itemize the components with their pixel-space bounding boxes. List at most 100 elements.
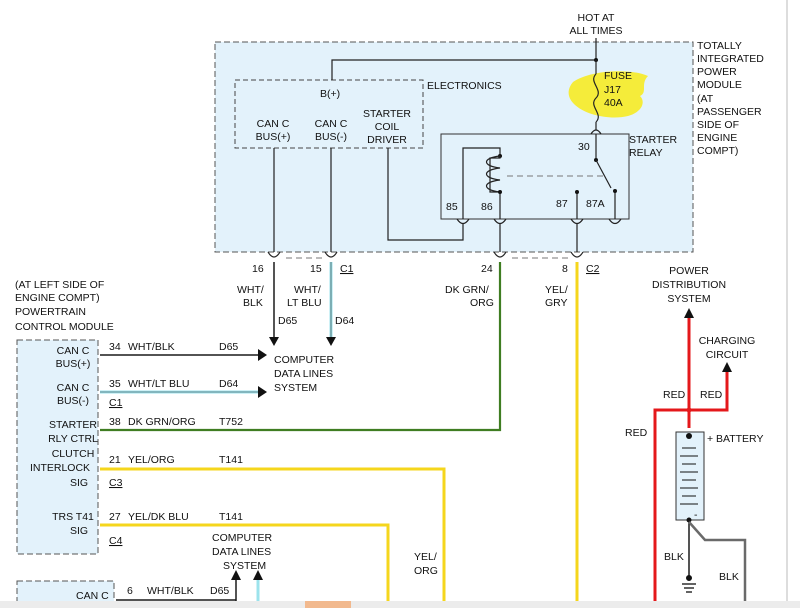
- fuse-rating: 40A: [604, 97, 623, 109]
- svg-text:ENGINE: ENGINE: [697, 132, 737, 144]
- tipm-pin16: 16: [252, 263, 264, 275]
- can-c-neg-l1: CAN C: [315, 118, 348, 130]
- wire-dkgrn-l2: ORG: [470, 297, 494, 309]
- pcm-pin38-wire: DK GRN/ORG: [128, 416, 196, 428]
- pcm-conn-c4: C4: [109, 535, 123, 547]
- hot-line2: ALL TIMES: [569, 25, 622, 37]
- svg-text:INTEGRATED: INTEGRATED: [697, 53, 764, 65]
- fuse-id: J17: [604, 84, 621, 96]
- relay-pin87a: 87A: [586, 198, 605, 210]
- svg-text:CIRCUIT: CIRCUIT: [706, 349, 749, 361]
- blk-label-2: BLK: [719, 571, 739, 583]
- bplus-label: B(+): [320, 88, 340, 100]
- pcm-pin38-circuit: T752: [219, 416, 243, 428]
- wire-blk-engine: [688, 521, 747, 608]
- battery-label: BATTERY: [716, 433, 763, 445]
- starter-coil-l2: COIL: [375, 121, 400, 133]
- pcm-pin21-wire: YEL/ORG: [128, 454, 175, 466]
- wire-dk-grn-org: [100, 262, 502, 432]
- blk-label-1: BLK: [664, 551, 684, 563]
- relay-pin86: 86: [481, 201, 493, 213]
- pin86-connector: [493, 218, 507, 225]
- bottom-module-circuit: D65: [210, 585, 229, 597]
- arrow-pcm35: [258, 386, 267, 398]
- svg-text:(AT: (AT: [697, 93, 714, 105]
- red-label-1: RED: [663, 389, 686, 401]
- yel-org-side-l1: YEL/: [414, 551, 437, 563]
- pcm-module-box: [16, 339, 99, 555]
- pcm-trs-l1: TRS T41: [52, 511, 94, 523]
- electronics-label: ELECTRONICS: [427, 80, 502, 92]
- hot-line1: HOT AT: [578, 12, 616, 24]
- arrow-d65-down: [269, 337, 279, 346]
- arrow-power-dist: [684, 308, 694, 318]
- pcm-pin35-wire: WHT/LT BLU: [128, 378, 189, 390]
- relay-pin30: 30: [578, 141, 590, 153]
- pcm-pin34: 34: [109, 341, 121, 353]
- relay-87a-contact: [613, 189, 617, 193]
- pcm-starter-l2: RLY CTRL: [48, 433, 98, 445]
- coil-driver-wire: [387, 148, 464, 241]
- pcm-clutch-l3: SIG: [70, 477, 88, 489]
- wire-wht-ltblu-l2: LT BLU: [287, 297, 322, 309]
- pcm-starter-l1: STARTER: [49, 419, 97, 431]
- pcm-pin21: 21: [109, 454, 121, 466]
- can-c-neg-l2: BUS(-): [315, 131, 347, 143]
- wire-dkgrn-l1: DK GRN/: [445, 284, 489, 296]
- pcm-canneg-l2: BUS(-): [57, 395, 89, 407]
- relay-label-l1: STARTER: [629, 134, 677, 146]
- pcm-conn-c1: C1: [109, 397, 123, 409]
- bottom-toolbar-strip: [0, 601, 800, 608]
- tipm-conn-c1: C1: [340, 263, 354, 275]
- svg-text:TOTALLY: TOTALLY: [697, 40, 742, 52]
- bottom-module-pin: 6: [127, 585, 133, 597]
- svg-text:POWER: POWER: [669, 265, 709, 277]
- pcm-canpos-l2: BUS(+): [56, 358, 91, 370]
- svg-text:DATA LINES: DATA LINES: [212, 546, 271, 558]
- svg-text:(AT LEFT SIDE OF: (AT LEFT SIDE OF: [15, 279, 104, 291]
- bottom-module-name: CAN C: [76, 590, 109, 602]
- svg-text:PASSENGER: PASSENGER: [697, 106, 762, 118]
- svg-text:COMPT): COMPT): [697, 145, 738, 157]
- can-c-pos-l2: BUS(+): [256, 131, 291, 143]
- svg-text:COMPUTER: COMPUTER: [212, 532, 273, 544]
- wire-pcm21-yel-org: [100, 467, 446, 608]
- arrow-charging: [722, 362, 732, 372]
- pcm-pin27-wire: YEL/DK BLU: [128, 511, 189, 523]
- pcm-pin34-wire: WHT/BLK: [128, 341, 175, 353]
- tipm-bottom-connectors: [267, 251, 584, 259]
- bottom-toolbar-tab[interactable]: [305, 601, 351, 608]
- arrow-cdl-lower-1: [231, 570, 241, 580]
- relay-label-l2: RELAY: [629, 147, 663, 159]
- wire-yelgry-l1: YEL/: [545, 284, 568, 296]
- relay-coil-85-lead: [462, 147, 501, 212]
- relay-pin87: 87: [556, 198, 568, 210]
- pcm-canneg-l1: CAN C: [57, 382, 90, 394]
- tipm-label: TOTALLY INTEGRATED POWER MODULE (AT PASS…: [697, 40, 764, 157]
- svg-text:SYSTEM: SYSTEM: [223, 560, 266, 572]
- relay-coil-icon: [485, 155, 501, 193]
- starter-coil-l1: STARTER: [363, 108, 411, 120]
- pcm-pin35-circuit: D64: [219, 378, 238, 390]
- tipm-pin8: 8: [562, 263, 568, 275]
- relay-coil-core: [489, 156, 501, 193]
- battery-icon: [675, 431, 705, 521]
- bplus-feed-wire: [331, 59, 596, 80]
- pin85-connector: [456, 218, 470, 225]
- yel-org-side-l2: ORG: [414, 565, 438, 577]
- tipm-pin15: 15: [310, 263, 322, 275]
- pcm-pin38: 38: [109, 416, 121, 428]
- bottom-module-wire: WHT/BLK: [147, 585, 194, 597]
- svg-text:SIDE OF: SIDE OF: [697, 119, 739, 131]
- pcm-pin34-circuit: D65: [219, 341, 238, 353]
- tipm-conn-c2: C2: [586, 263, 600, 275]
- pin87a-connector: [608, 218, 622, 225]
- wire-yelgry-l2: GRY: [545, 297, 568, 309]
- pcm-conn-c3: C3: [109, 477, 123, 489]
- battery-plus: +: [707, 433, 713, 445]
- pcm-canpos-l1: CAN C: [57, 345, 90, 357]
- arrow-pcm34: [258, 349, 267, 361]
- pcm-pin27-circuit: T141: [219, 511, 243, 523]
- cdl-upper-label: COMPUTER DATA LINES SYSTEM: [274, 354, 335, 394]
